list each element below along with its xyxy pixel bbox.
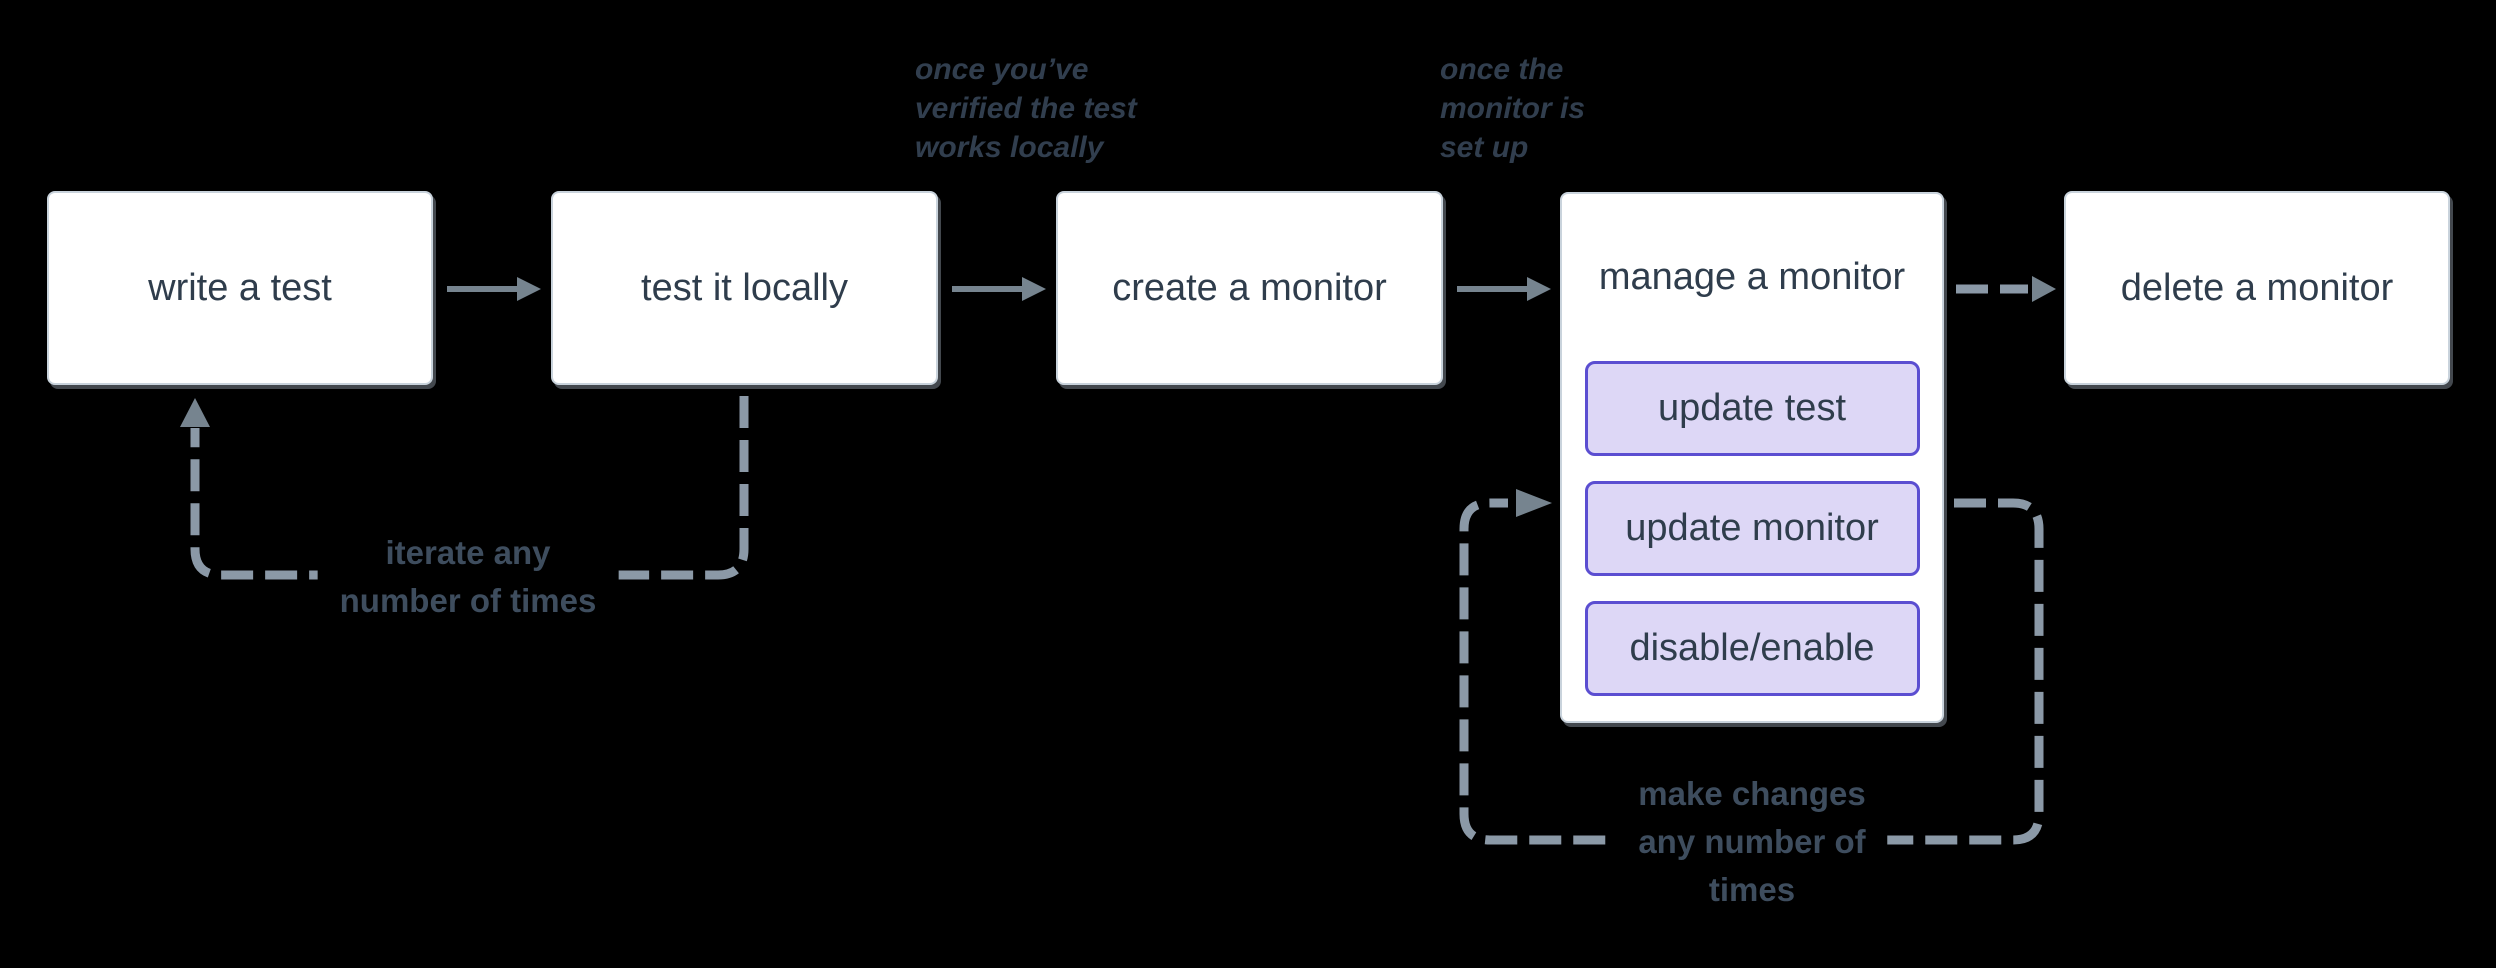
subnode-update-test-label: update test: [1657, 387, 1847, 429]
node-create-a-monitor: create a monitor: [1056, 191, 1443, 385]
make-changes-loop-label-line3: times: [1708, 871, 1796, 908]
node-delete-a-monitor: delete a monitor: [2064, 191, 2450, 385]
arrow-create-to-manage-icon: [1457, 277, 1551, 301]
subnode-update-test: update test: [1584, 361, 1920, 456]
annotation-once-set-up: once the monitor is set up: [1440, 50, 1585, 167]
node-manage-a-monitor-label: manage a monitor: [1598, 256, 1906, 298]
subnode-disable-enable-label: disable/enable: [1629, 627, 1875, 669]
annotation-once-verified-line1: once you’ve: [915, 53, 1089, 86]
node-test-it-locally: test it locally: [551, 191, 938, 385]
node-manage-a-monitor: manage a monitor update test update moni…: [1560, 192, 1944, 723]
node-write-a-test: write a test: [47, 191, 433, 385]
annotation-once-verified: once you’ve verified the test works loca…: [915, 50, 1137, 167]
subnode-update-monitor: update monitor: [1584, 481, 1920, 576]
iterate-loop-label-line1: iterate any: [385, 534, 551, 571]
arrow-manage-to-delete-icon: [1956, 276, 2056, 302]
annotation-once-set-up-line3: set up: [1440, 131, 1529, 164]
make-changes-loop-label-line2: any number of: [1638, 823, 1866, 860]
node-create-a-monitor-label: create a monitor: [1112, 266, 1387, 309]
iterate-loop-label: iterate any number of times: [317, 529, 619, 625]
iterate-loop-label-line2: number of times: [339, 582, 597, 619]
annotation-once-set-up-line1: once the: [1440, 53, 1564, 86]
arrow-write-to-test-icon: [447, 277, 541, 301]
node-test-it-locally-label: test it locally: [641, 266, 848, 309]
annotation-once-verified-line3: works locally: [915, 131, 1104, 164]
subnode-disable-enable: disable/enable: [1584, 601, 1920, 696]
node-write-a-test-label: write a test: [148, 266, 332, 309]
node-delete-a-monitor-label: delete a monitor: [2120, 266, 2394, 309]
subnode-update-monitor-label: update monitor: [1625, 507, 1879, 549]
annotation-once-verified-line2: verified the test: [915, 92, 1137, 125]
make-changes-loop-label: make changes any number of times: [1616, 770, 1888, 914]
annotation-once-set-up-line2: monitor is: [1440, 92, 1586, 125]
arrow-test-to-create-icon: [952, 277, 1046, 301]
make-changes-loop-label-line1: make changes: [1638, 775, 1866, 812]
